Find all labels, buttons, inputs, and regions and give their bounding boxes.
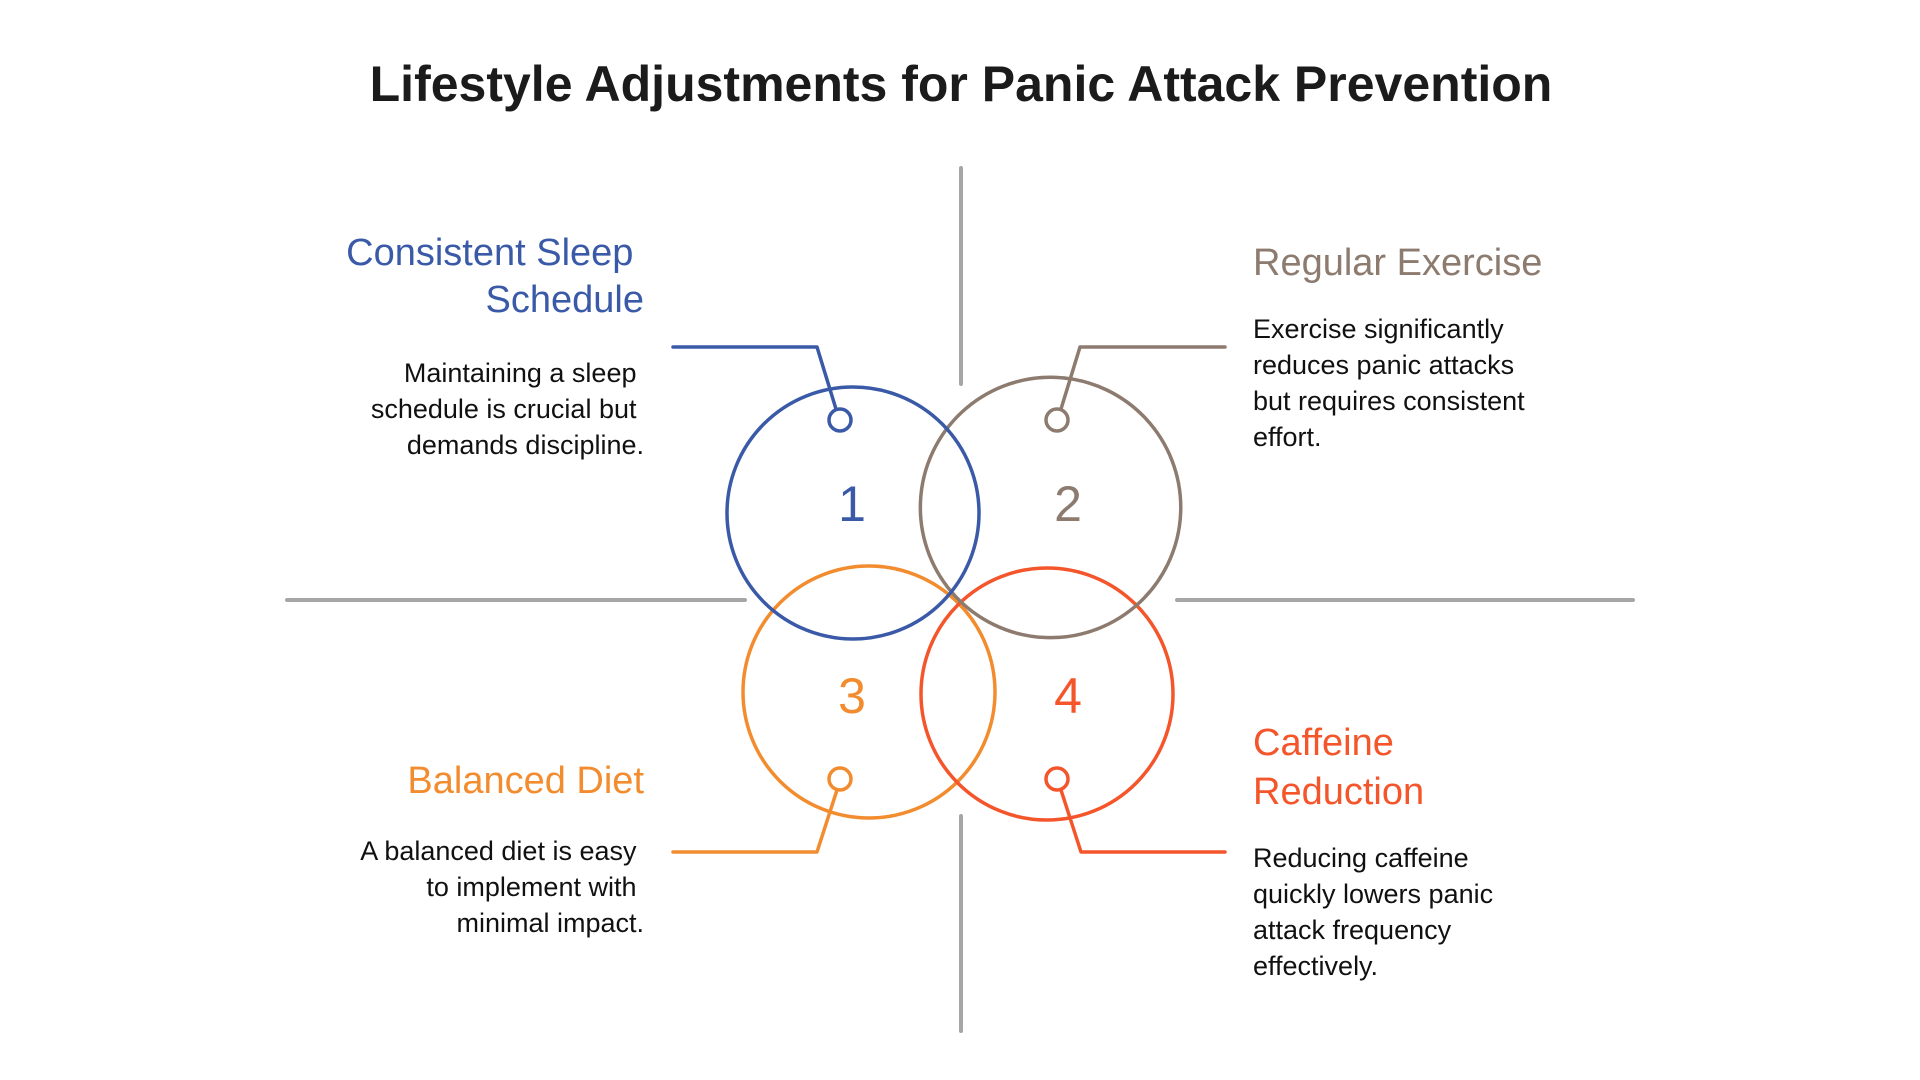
circles [725, 375, 1183, 822]
item-2-description: Exercise significantly reduces panic att… [1253, 314, 1532, 452]
number-4: 4 [1054, 668, 1082, 724]
circle-2 [918, 375, 1183, 640]
description-line: effort. [1253, 422, 1322, 452]
description-line: Maintaining a sleep [404, 358, 637, 388]
number-1: 1 [838, 476, 866, 532]
circle-3 [741, 564, 997, 820]
item-1-description: Maintaining a sleep schedule is crucial … [371, 358, 644, 460]
item-4-description: Reducing caffeine quickly lowers panic a… [1253, 843, 1501, 981]
heading-line: Consistent Sleep [346, 232, 633, 274]
description-line: quickly lowers panic [1253, 879, 1493, 909]
item-caffeine-reduction: Caffeine Reduction Reducing caffeine qui… [1253, 722, 1501, 981]
description-line: but requires consistent [1253, 386, 1525, 416]
item-consistent-sleep: Consistent Sleep Schedule Maintaining a … [346, 232, 644, 460]
number-3: 3 [838, 668, 866, 724]
item-regular-exercise: Regular Exercise Exercise significantly … [1253, 242, 1542, 452]
description-line: Reducing caffeine [1253, 843, 1469, 873]
circle-4 [919, 566, 1175, 822]
connector-dot-2 [1044, 407, 1070, 433]
description-line: attack frequency [1253, 915, 1452, 945]
connector-dot-3 [827, 766, 853, 792]
description-line: reduces panic attacks [1253, 350, 1514, 380]
item-1-heading: Consistent Sleep Schedule [346, 232, 644, 321]
description-line: effectively. [1253, 951, 1378, 981]
item-3-heading: Balanced Diet [407, 760, 644, 802]
number-2: 2 [1054, 476, 1082, 532]
heading-line: Reduction [1253, 771, 1424, 813]
connectors [671, 345, 1227, 854]
connector-dot-1 [827, 407, 853, 433]
description-line: to implement with [426, 872, 636, 902]
item-3-description: A balanced diet is easy to implement wit… [360, 836, 644, 938]
description-line: demands discipline. [407, 430, 644, 460]
connector-dot-4 [1044, 766, 1070, 792]
heading-line: Schedule [486, 279, 644, 321]
connector-3 [671, 766, 853, 854]
heading-line: Caffeine [1253, 722, 1394, 764]
heading-line: Balanced Diet [407, 760, 644, 802]
connector-4 [1044, 766, 1227, 854]
circle-1 [725, 385, 981, 641]
item-2-heading: Regular Exercise [1253, 242, 1542, 284]
connector-1 [671, 345, 853, 433]
diagram-title: Lifestyle Adjustments for Panic Attack P… [370, 56, 1553, 112]
description-line: schedule is crucial but [371, 394, 637, 424]
description-line: minimal impact. [456, 908, 644, 938]
item-4-heading: Caffeine Reduction [1253, 722, 1424, 813]
description-line: Exercise significantly [1253, 314, 1504, 344]
description-line: A balanced diet is easy [360, 836, 637, 866]
numbers: 1 2 3 4 [838, 476, 1082, 724]
heading-line: Regular Exercise [1253, 242, 1542, 284]
connector-2 [1044, 345, 1227, 433]
item-balanced-diet: Balanced Diet A balanced diet is easy to… [360, 760, 644, 938]
quadrant-dividers [285, 166, 1635, 1033]
